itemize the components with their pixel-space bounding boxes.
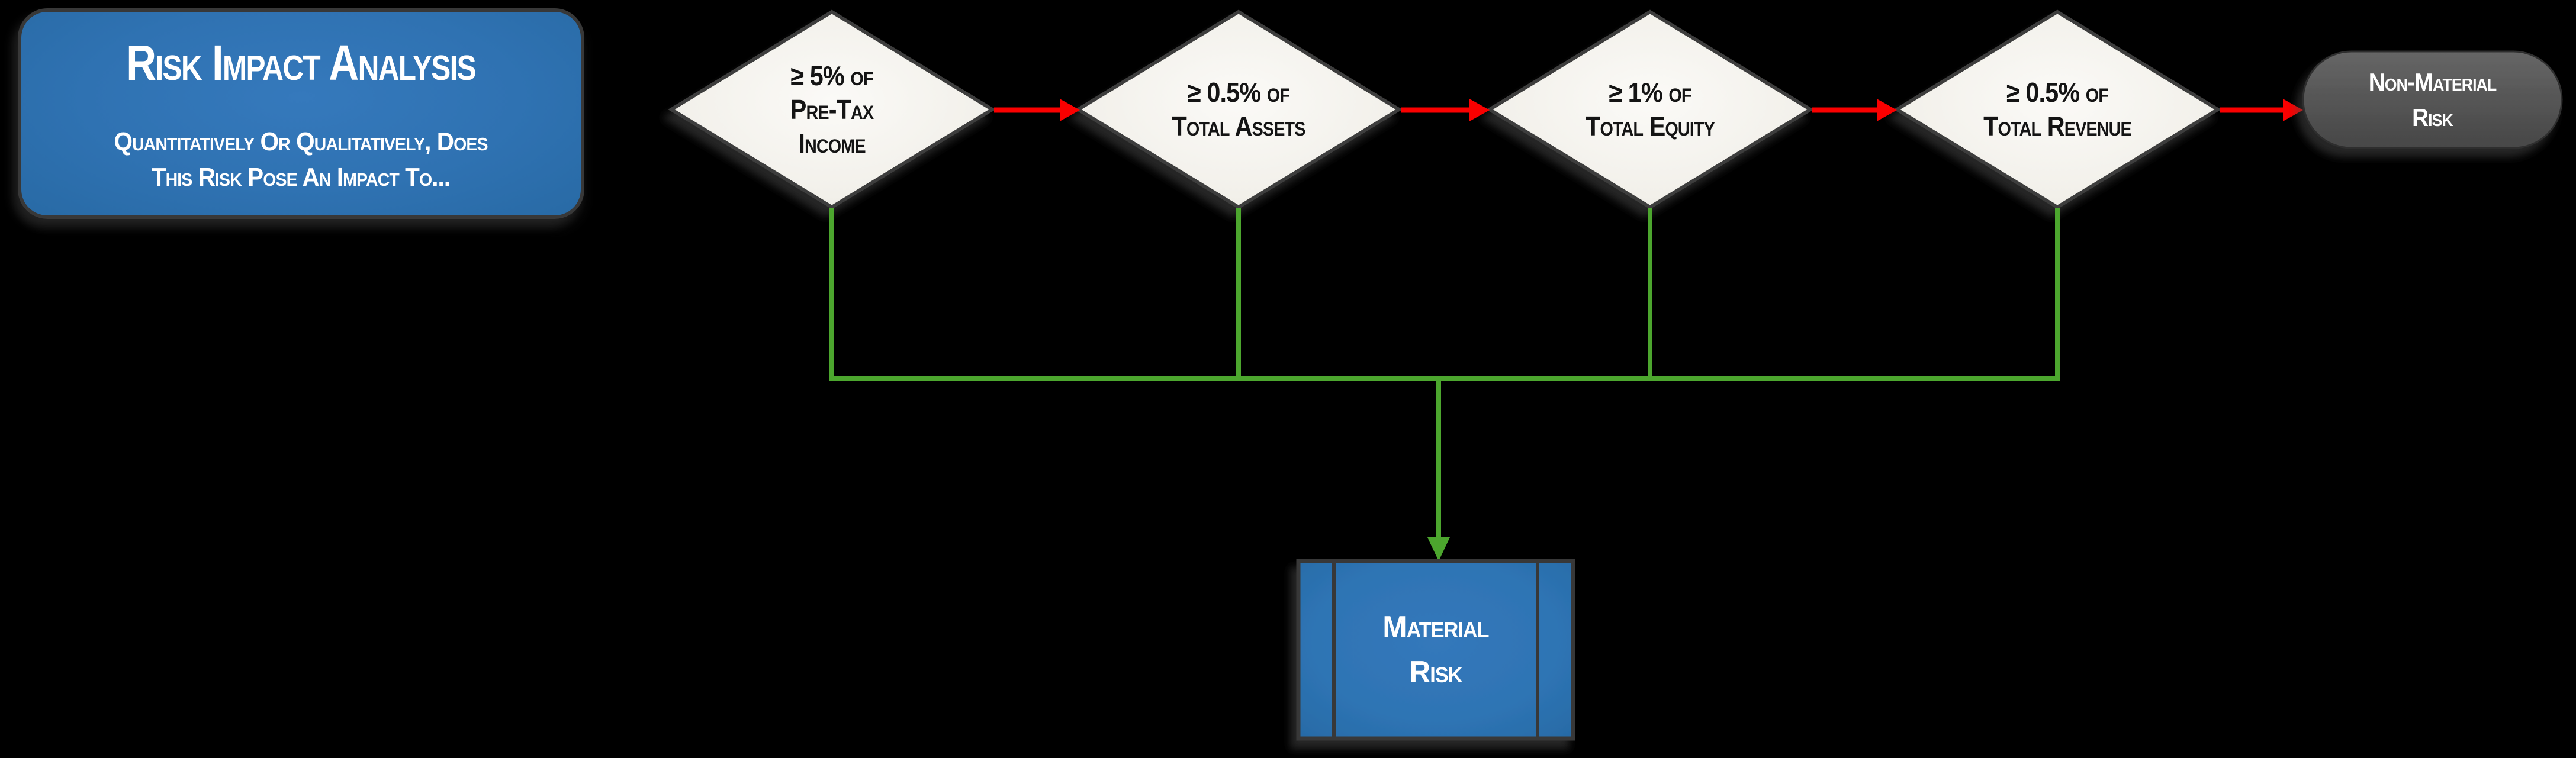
decision-diamond-total-revenue (1893, 9, 2221, 209)
decision-label-pre-tax-income: ≥ 5% of Pre-Tax Income (687, 12, 976, 207)
red-arrowhead-icon-1 (1060, 99, 1080, 121)
material-risk-line1: Material (1382, 610, 1489, 644)
decision-label-line: ≥ 0.5% of (2006, 77, 2109, 108)
non-material-risk-label: Non-Material Risk (2313, 51, 2551, 148)
start-node-subtitle-line2: This Risk Pose An Impact To... (152, 163, 451, 192)
decision-label-line: ≥ 1% of (1609, 77, 1691, 108)
red-arrowhead-icon-3 (1877, 99, 1897, 121)
red-arrowhead-icon-4 (2283, 99, 2303, 121)
decision-label-total-equity: ≥ 1% of Total Equity (1506, 12, 1794, 207)
non-material-risk-line1: Non-Material (2368, 67, 2497, 96)
start-node-title: Risk Impact Analysis (126, 35, 477, 91)
material-risk-shape (1296, 559, 1575, 741)
decision-label-total-revenue: ≥ 0.5% of Total Revenue (1913, 12, 2202, 207)
decision-diamond-total-equity (1486, 9, 1814, 209)
non-material-risk-line2: Risk (2412, 103, 2453, 131)
green-arrowhead-icon (1427, 537, 1450, 561)
decision-label-line: Total Assets (1172, 111, 1305, 141)
decision-label-line: ≥ 0.5% of (1188, 77, 1290, 108)
material-risk-label: Material Risk (1305, 561, 1567, 738)
start-node-risk-impact-analysis: Risk Impact Analysis Quantitatively Or Q… (18, 8, 584, 219)
decision-label-line: Income (798, 127, 866, 159)
fail-path-arrows (994, 99, 2303, 121)
decision-label-line: Total Equity (1586, 111, 1715, 141)
red-arrowhead-icon-2 (1469, 99, 1490, 121)
decision-label-line: Total Revenue (1983, 111, 2132, 141)
start-node-subtitle-line1: Quantitatively Or Qualitatively, Does (114, 127, 488, 156)
material-risk-line2: Risk (1409, 655, 1463, 689)
decision-label-total-assets: ≥ 0.5% of Total Assets (1094, 12, 1383, 207)
decision-label-line: Pre-Tax (790, 93, 874, 125)
decision-label-line: ≥ 5% of (790, 60, 873, 91)
material-risk-rect (1296, 559, 1575, 741)
start-node-subtitle: Quantitatively Or Qualitatively, Does Th… (114, 124, 488, 195)
pass-path-connectors (829, 208, 2060, 540)
non-material-risk-pill (2302, 50, 2563, 149)
decision-diamond-total-assets (1075, 9, 1403, 209)
decision-diamond-pre-tax-income (668, 9, 996, 209)
